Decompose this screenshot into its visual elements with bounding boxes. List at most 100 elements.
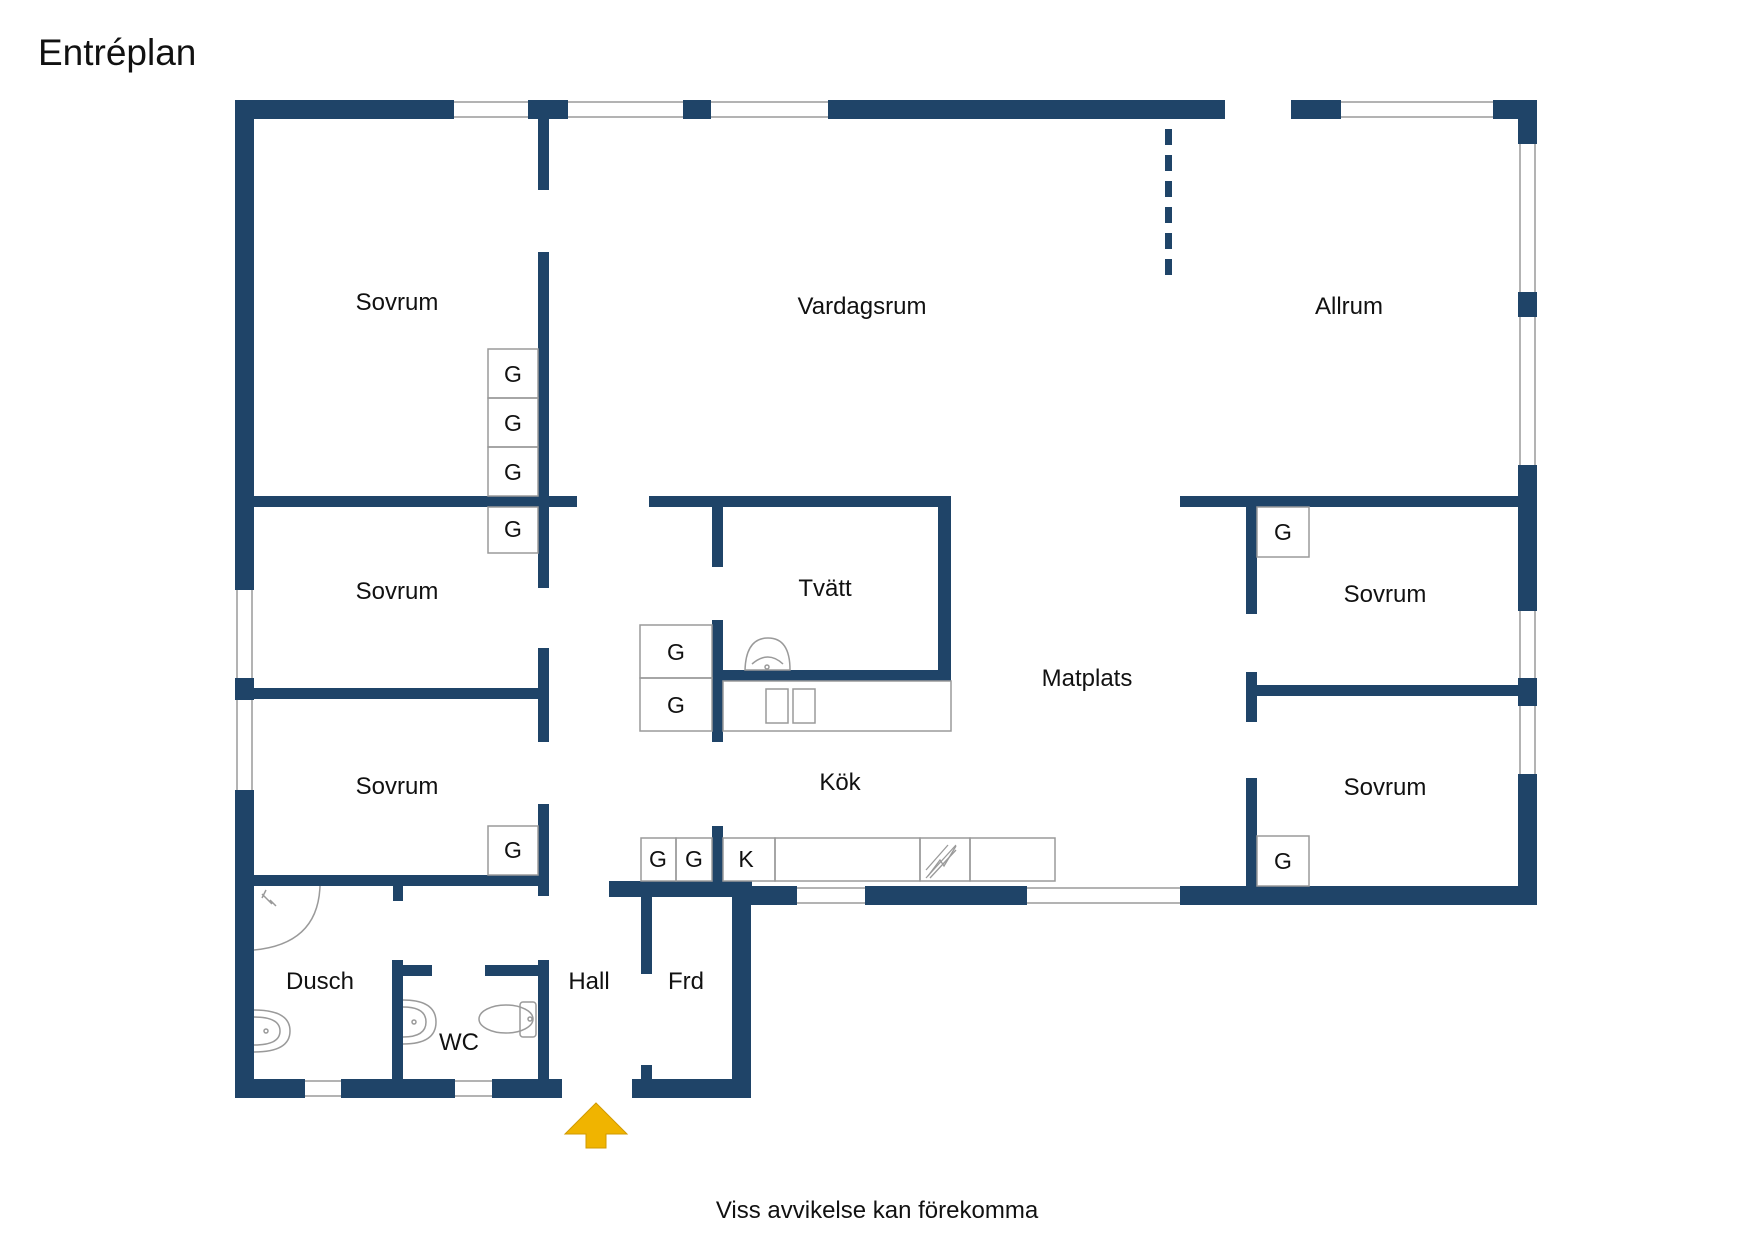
- kitchen-counter: [774, 837, 921, 882]
- wardrobe: [487, 825, 539, 876]
- wall-segment: [235, 688, 549, 699]
- wall-segment: [683, 100, 711, 119]
- wall-segment: [1246, 685, 1537, 696]
- wall-segment: [712, 670, 951, 681]
- wall-segment: [538, 252, 549, 588]
- window: [454, 101, 528, 118]
- room-label-tvatt: Tvätt: [798, 575, 852, 602]
- wall-segment: [538, 100, 549, 190]
- window: [236, 700, 253, 790]
- divider-dash: [1165, 233, 1172, 249]
- windows: [236, 101, 1536, 1097]
- wall-segment: [1518, 100, 1537, 144]
- wall-segment: [1246, 496, 1257, 614]
- wall-segment: [649, 496, 951, 507]
- wardrobe: [639, 677, 713, 732]
- wardrobe-label: G: [667, 692, 685, 718]
- window: [455, 1080, 492, 1097]
- wardrobe-label: G: [504, 459, 522, 485]
- window: [797, 887, 865, 904]
- wall-segment: [235, 100, 254, 590]
- wall-segment: [538, 960, 549, 1098]
- wall-segment: [235, 100, 454, 119]
- wall-segment: [538, 804, 549, 896]
- wall-segment: [1246, 778, 1257, 905]
- dryer: [792, 688, 816, 724]
- wardrobe-label: G: [504, 516, 522, 542]
- wall-segment: [1291, 100, 1341, 119]
- wardrobe-label: G: [504, 837, 522, 863]
- sink-icon: [744, 637, 791, 671]
- interior-walls: [235, 100, 1537, 1098]
- wall-segment: [1518, 774, 1537, 905]
- wall-segment: [632, 1079, 751, 1098]
- wall-segment: [732, 886, 751, 1098]
- room-label-allrum: Allrum: [1315, 293, 1383, 320]
- wardrobe-label: G: [667, 639, 685, 665]
- room-label-sovrum: Sovrum: [356, 773, 439, 800]
- room-label-sovrum: Sovrum: [1344, 774, 1427, 801]
- stove-counter: [919, 837, 971, 882]
- window: [236, 590, 253, 678]
- room-label-sovrum: Sovrum: [1344, 581, 1427, 608]
- window: [568, 101, 683, 118]
- divider-dash: [1165, 155, 1172, 171]
- wall-segment: [609, 881, 752, 892]
- wardrobe-label: G: [504, 410, 522, 436]
- wall-segment: [712, 826, 723, 892]
- laundry-counter: [722, 680, 952, 732]
- wardrobe-label: G: [685, 846, 703, 872]
- wall-segment: [1518, 465, 1537, 611]
- window: [1519, 317, 1536, 465]
- fixtures: [487, 348, 1310, 1065]
- wall-segment: [1246, 672, 1257, 722]
- wall-segment: [712, 620, 723, 742]
- kitchen-label: K: [738, 846, 754, 872]
- wardrobe-label: G: [1274, 848, 1292, 874]
- wall-segment: [393, 875, 403, 901]
- toilet-icon: [478, 1001, 537, 1038]
- wall-segment: [492, 1079, 562, 1098]
- wall-segment: [392, 960, 403, 1098]
- washbasin-icon: [253, 1009, 291, 1053]
- wardrobe: [675, 837, 713, 882]
- stove-icon: [925, 844, 957, 879]
- wall-segment: [1180, 886, 1537, 905]
- entrance-arrow-icon: [563, 1102, 629, 1149]
- divider-dash: [1165, 181, 1172, 197]
- wall-segment: [392, 965, 432, 976]
- shower-icon: [253, 885, 321, 951]
- wardrobe: [1256, 835, 1310, 887]
- disclaimer-text: Viss avvikelse kan förekomma: [715, 1197, 1039, 1224]
- wall-segment: [1180, 496, 1537, 507]
- wardrobe: [1256, 506, 1310, 558]
- wall-segment: [235, 790, 254, 1098]
- washbasin-icon: [402, 999, 437, 1045]
- room-label-sovrum: Sovrum: [356, 289, 439, 316]
- divider-dash: [1165, 207, 1172, 223]
- wall-segment: [938, 496, 951, 681]
- window: [1519, 706, 1536, 774]
- wardrobe: [487, 446, 539, 497]
- room-label-sovrum: Sovrum: [356, 578, 439, 605]
- window: [1027, 887, 1180, 904]
- doorway: [641, 974, 652, 1065]
- wall-segment: [235, 496, 577, 507]
- window: [305, 1080, 341, 1097]
- wardrobe-label: G: [649, 846, 667, 872]
- room-label-frd: Frd: [668, 968, 704, 995]
- room-label-vardagsrum: Vardagsrum: [798, 293, 927, 320]
- window: [711, 101, 828, 118]
- window: [1519, 611, 1536, 678]
- divider-dash: [1165, 259, 1172, 275]
- page-title: Entréplan: [38, 32, 197, 73]
- wall-segment: [235, 1079, 305, 1098]
- window: [1341, 101, 1493, 118]
- wall-segment: [641, 886, 652, 974]
- wardrobe: [487, 506, 539, 554]
- wall-segment: [1518, 292, 1537, 317]
- wall-segment: [485, 965, 545, 976]
- wall-segment: [738, 886, 797, 905]
